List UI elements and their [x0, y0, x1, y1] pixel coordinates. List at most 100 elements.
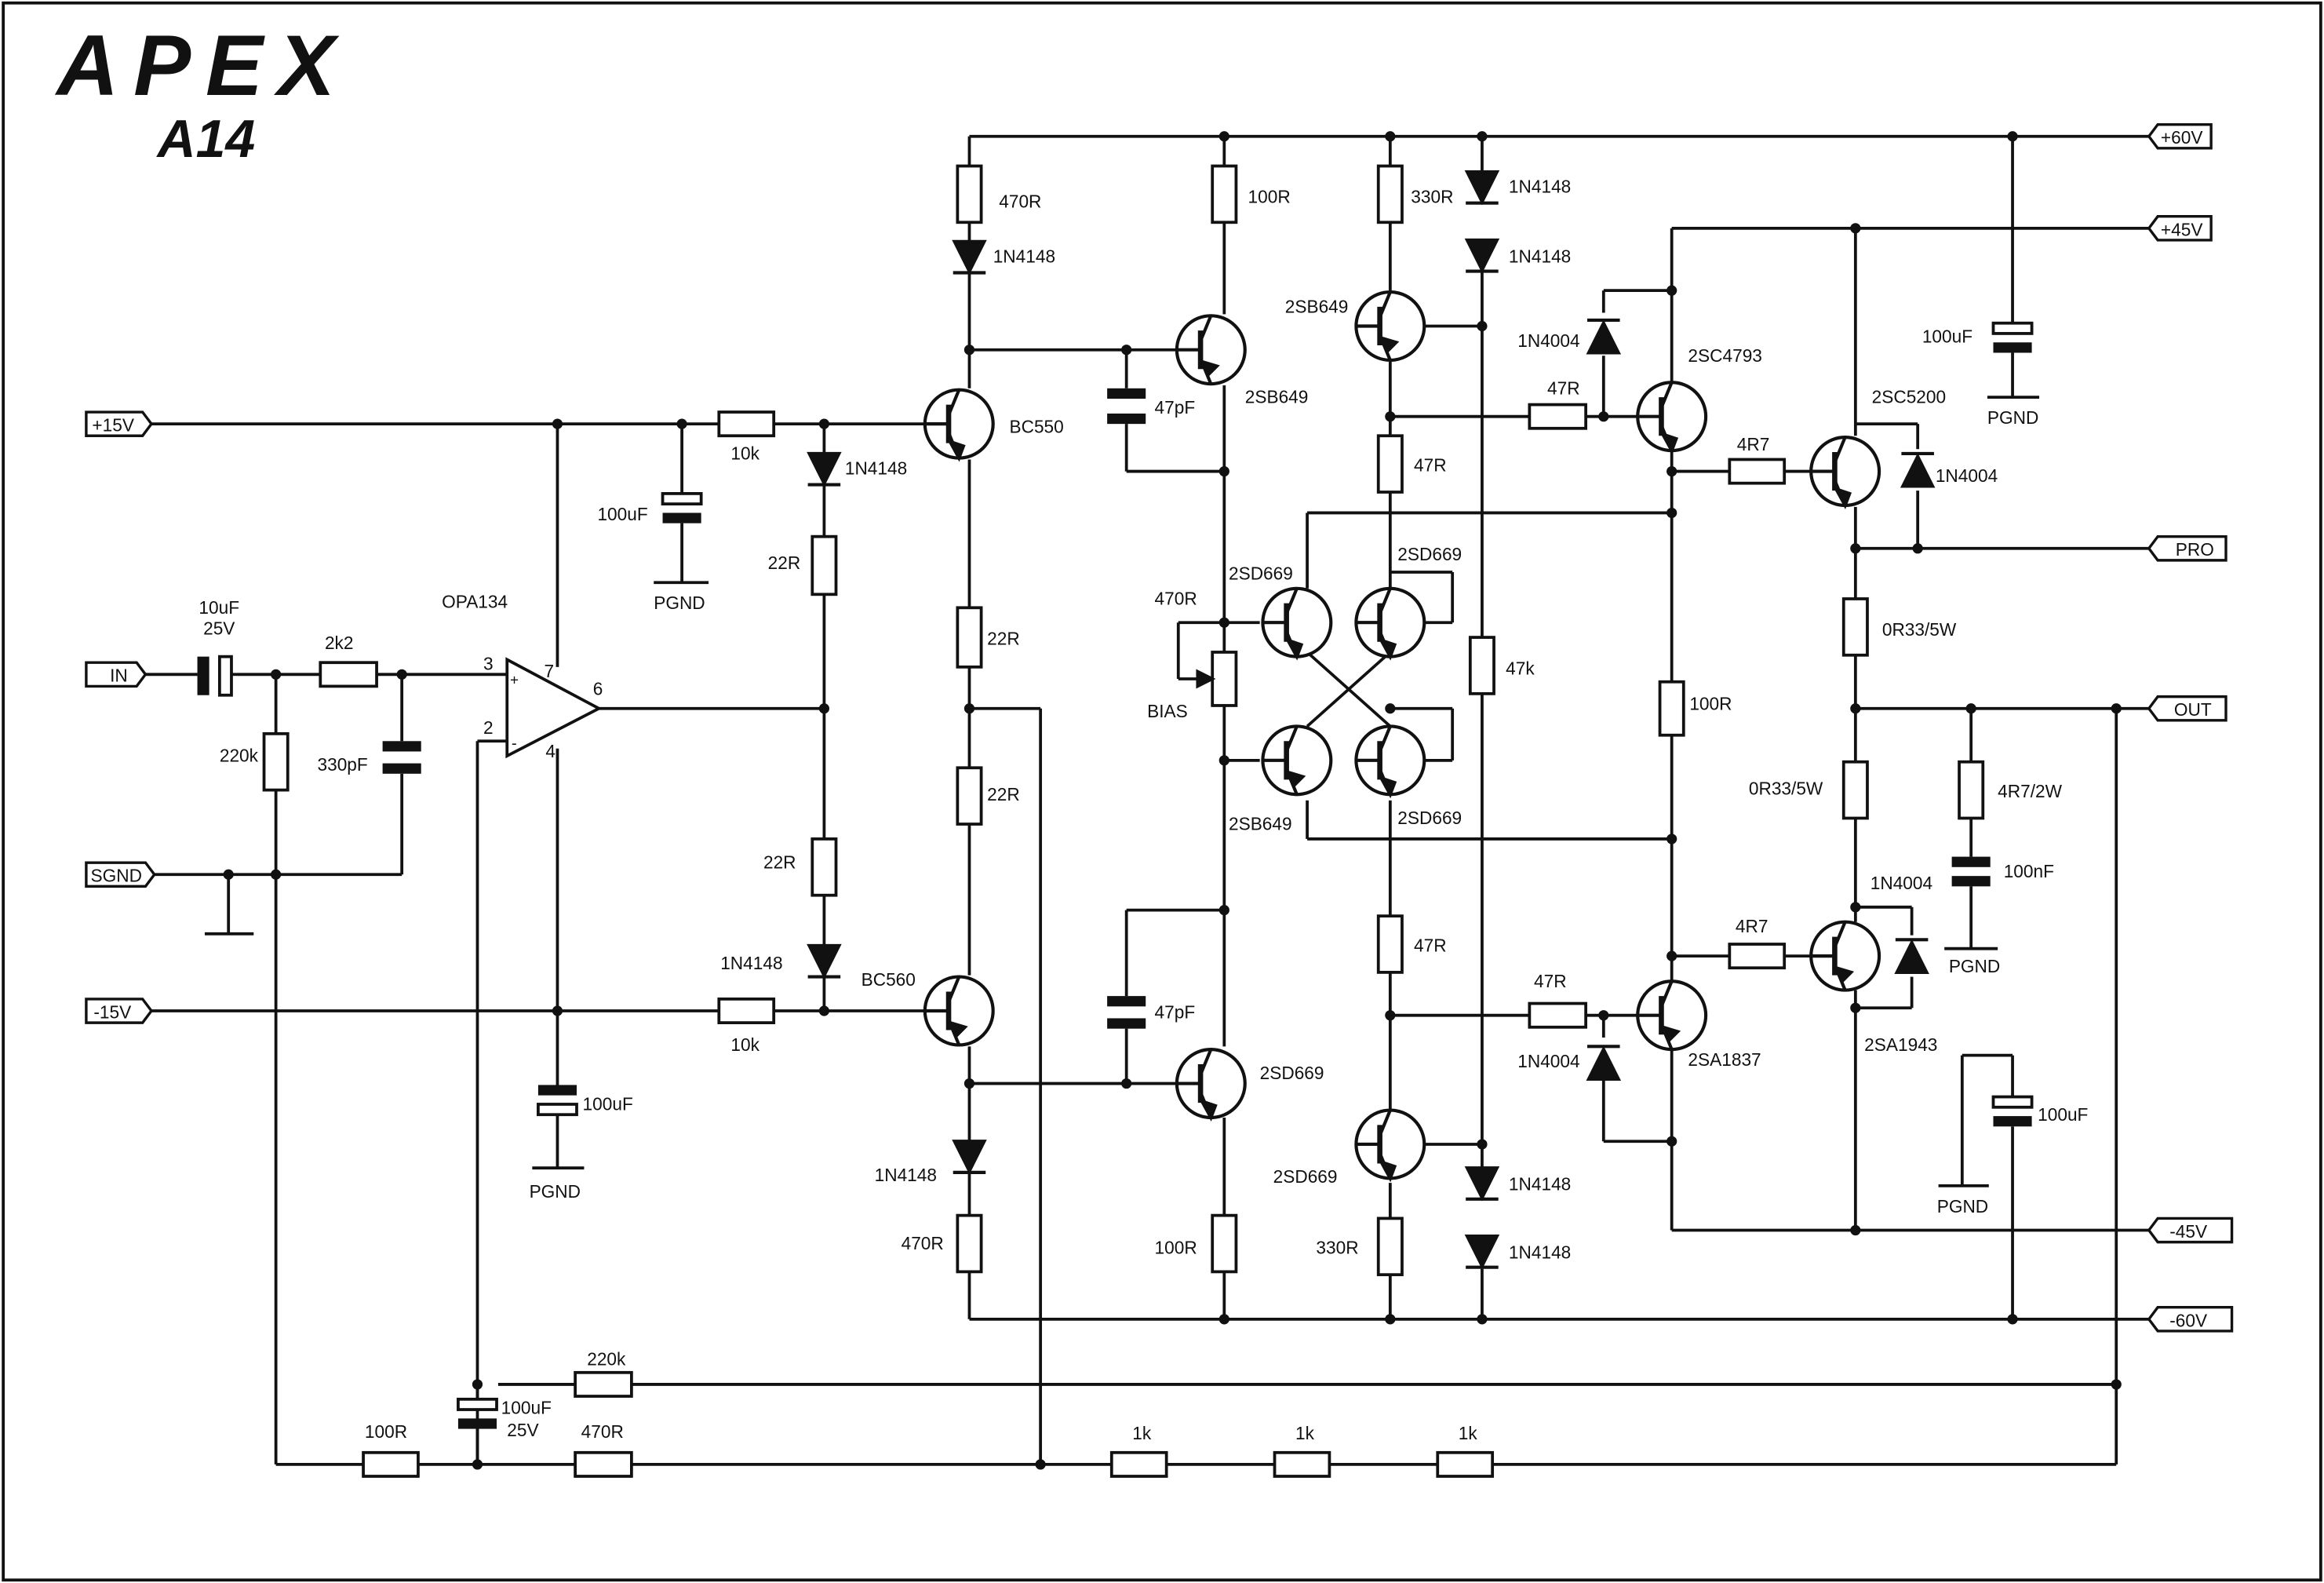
resistor-220k-fb [574, 1370, 633, 1398]
diode-1n4148-vas-bot [952, 1140, 987, 1175]
label-r-22r-d: 22R [987, 784, 1020, 804]
transistor-bc560 [925, 977, 993, 1045]
label-r-47r-c: 47R [1547, 378, 1580, 398]
label-d-1n4004-b: 1N4004 [1517, 1051, 1579, 1071]
diode-1n4148-vas-top [952, 239, 987, 275]
label-q-bc550: BC550 [1009, 416, 1063, 436]
transistor-2sc4793 [1637, 382, 1706, 450]
resistor-47k [1468, 636, 1495, 695]
resistor-4r7-b [1728, 943, 1787, 970]
cap-100uf-r2 [1991, 1095, 2034, 1127]
label-r-470r-fb: 470R [581, 1421, 624, 1442]
label-r-0r33-a: 0R33/5W [1882, 619, 1957, 640]
resistors [262, 164, 1985, 1478]
label-r-330r-top: 330R [1411, 187, 1453, 207]
label-r-1k-c: 1k [1459, 1423, 1478, 1443]
label-q-2sc5200: 2SC5200 [1872, 387, 1946, 407]
label-r-100r-top: 100R [1248, 187, 1291, 207]
label-r-100r-mid: 100R [1689, 694, 1732, 714]
diodes [807, 170, 1936, 1270]
port-minus15v: -15V [93, 1001, 132, 1022]
transistor-2sa1943 [1811, 922, 1879, 990]
transistor-2sb649-mult-c [1262, 726, 1331, 794]
label-c-100uf-r2: 100uF [2038, 1104, 2088, 1125]
label-r-470r-bot: 470R [902, 1233, 944, 1253]
label-q-2sa1943: 2SA1943 [1864, 1034, 1937, 1055]
resistor-4r7-2w [1958, 760, 1985, 820]
resistor-100r-mid [1658, 680, 1685, 737]
resistor-10k-top [717, 410, 776, 438]
resistor-470r-top [956, 164, 983, 224]
port-pro: PRO [2176, 539, 2214, 560]
label-q-2sb649-drv: 2SB649 [1285, 296, 1349, 316]
resistor-1k-a [1109, 1450, 1168, 1478]
label-r-47r-a: 47R [1414, 455, 1447, 476]
label-pin4: 4 [545, 741, 556, 761]
label-r-0r33-b: 0R33/5W [1749, 778, 1823, 798]
cap-47pf-bot [1107, 996, 1146, 1029]
label-r-4r7-b: 4R7 [1736, 916, 1768, 936]
label-q-2sd669-bot: 2SD669 [1260, 1063, 1324, 1083]
diode-1n4004-b [1586, 1045, 1622, 1081]
label-r-47r-d: 47R [1534, 971, 1567, 991]
label-q-2sd669-drv: 2SD669 [1273, 1166, 1338, 1187]
label-c-fb-val: 100uF [501, 1398, 552, 1418]
resistor-1k-c [1436, 1450, 1495, 1478]
diode-1n4004-c [1900, 451, 1936, 488]
ports-left [85, 410, 156, 1024]
label-c-100nf: 100nF [2004, 861, 2054, 881]
label-r-470r-top: 470R [999, 191, 1041, 211]
label-c-in-v: 25V [203, 618, 235, 638]
diode-1n4148-bot-in [807, 943, 842, 979]
transistor-2sd669-mult-a [1262, 589, 1331, 657]
cap-10uf-input [197, 655, 238, 697]
resistor-bias-pot [1211, 651, 1238, 707]
port-plus15v: +15V [92, 415, 134, 436]
label-r-330r-bot: 330R [1316, 1238, 1358, 1258]
opamp-opa134 [505, 657, 603, 759]
label-r-47r-b: 47R [1414, 935, 1447, 955]
label-r-22r-a: 22R [768, 553, 801, 573]
cap-100nf [1951, 856, 1991, 887]
resistor-47r-b [1376, 914, 1404, 974]
label-pin3: 3 [483, 654, 494, 674]
resistor-47r-c [1528, 403, 1588, 430]
label-pin7: 7 [544, 661, 554, 681]
label-d-top-in: 1N4148 [845, 458, 907, 478]
resistor-22r-c [956, 606, 983, 669]
label-r-100r-fb: 100R [365, 1421, 407, 1442]
cap-47pf-top [1107, 388, 1146, 425]
model-title: A14 [156, 109, 256, 169]
resistor-0r33-a [1841, 597, 1869, 657]
label-d-1n4148-a: 1N4148 [1509, 177, 1571, 197]
label-q-2sd669-b: 2SD669 [1397, 544, 1462, 564]
resistor-220k-in [262, 731, 290, 792]
resistor-100r-fb [362, 1450, 420, 1478]
port-in: IN [110, 666, 128, 686]
resistor-100r-bot [1211, 1213, 1238, 1274]
label-q-2sd669-a: 2SD669 [1229, 563, 1293, 583]
label-r-10k-bot: 10k [730, 1034, 759, 1055]
label-r-220k-fb: 220k [587, 1348, 626, 1369]
label-q-2sb649-top: 2SB649 [1245, 387, 1309, 407]
label-d-1n4004-c: 1N4004 [1936, 465, 1998, 486]
resistor-47r-a [1376, 434, 1404, 494]
diode-1n4148-b [1464, 238, 1500, 274]
resistor-47r-d [1528, 1001, 1588, 1029]
label-d-1n4148-c: 1N4148 [1509, 1174, 1571, 1195]
label-pgnd-r3: PGND [1937, 1196, 1988, 1216]
label-plus: + [510, 673, 519, 689]
label-r-10k-top: 10k [730, 443, 759, 463]
label-q-2sc4793: 2SC4793 [1688, 345, 1761, 366]
label-q-bc560: BC560 [861, 969, 916, 990]
diode-1n4004-d [1894, 938, 1929, 974]
bias-pot-wiper [1178, 669, 1216, 689]
ports-right [2147, 122, 2234, 1333]
label-c-100uf-r1: 100uF [1922, 326, 1972, 346]
label-c-fb-v: 25V [507, 1420, 539, 1440]
label-c-47pf-bot: 47pF [1155, 1001, 1196, 1022]
transistors [925, 292, 1879, 1178]
label-d-vas-bot: 1N4148 [875, 1165, 937, 1185]
svg-text:APEX: APEX [54, 18, 350, 114]
